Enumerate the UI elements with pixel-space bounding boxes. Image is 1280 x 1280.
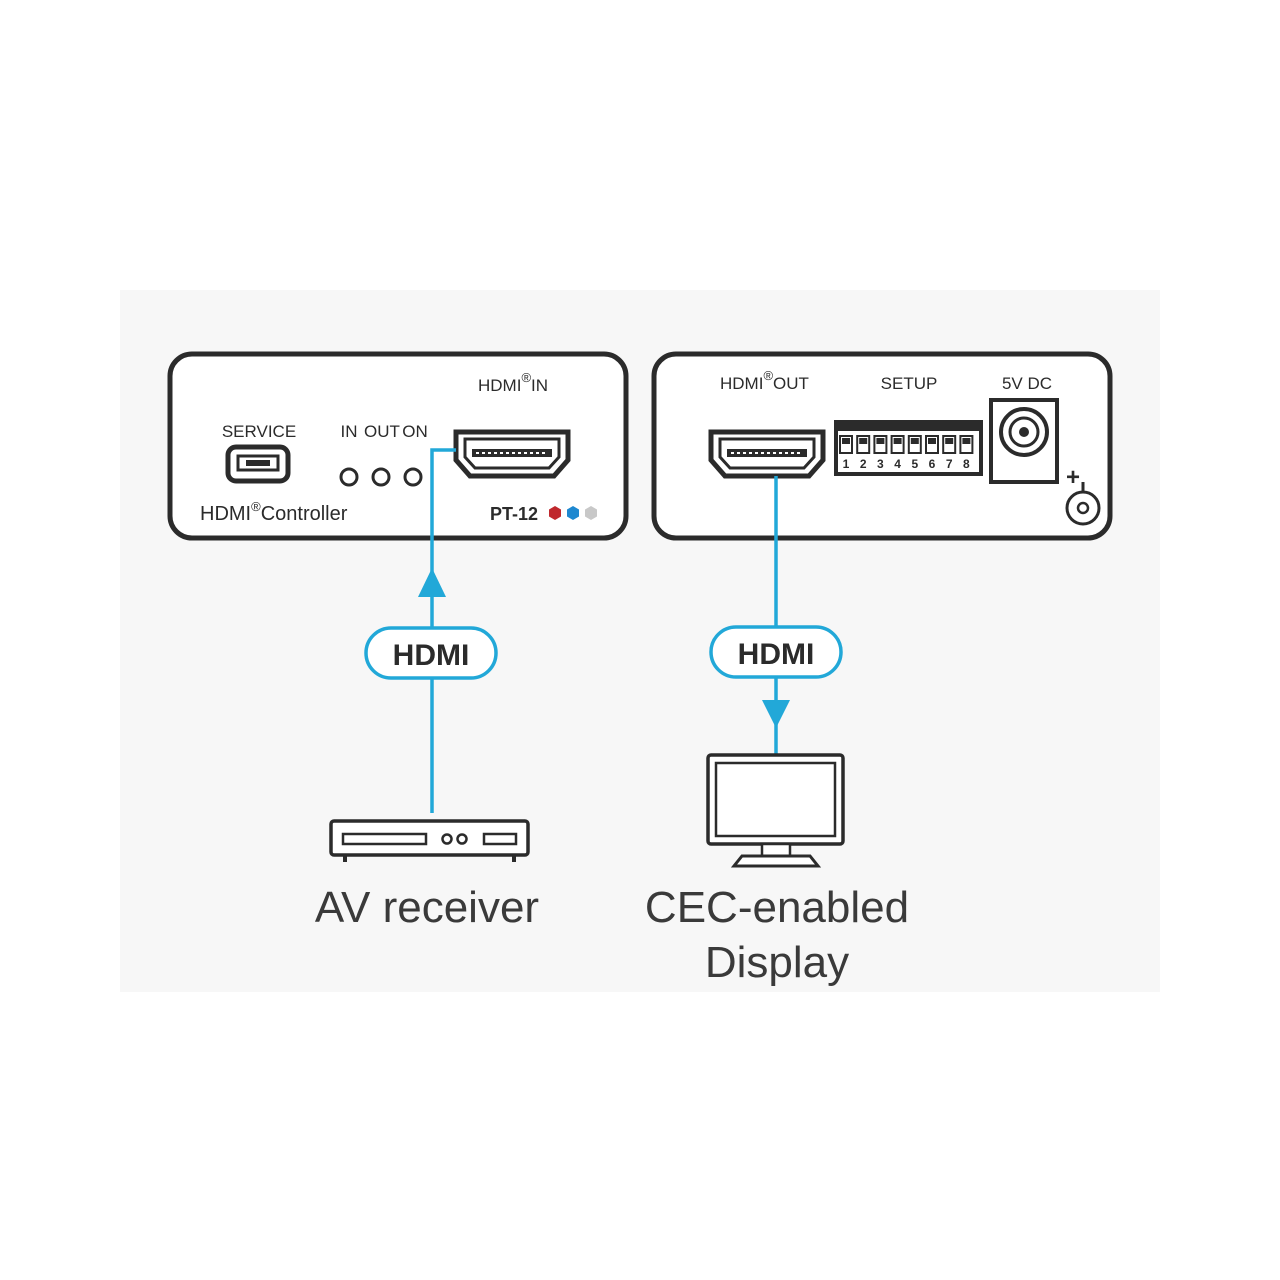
dip-switch-number: 6: [929, 457, 936, 471]
service-label: SERVICE: [222, 422, 296, 441]
dip-switch-knob: [945, 438, 954, 444]
hdmi-out-port[interactable]: [711, 432, 823, 476]
display-label-line2: Display: [705, 938, 849, 987]
dip-switch-number: 8: [963, 457, 970, 471]
dip-switch-number: 2: [860, 457, 867, 471]
polarity-plus-label: +: [1066, 464, 1080, 491]
setup-label: SETUP: [881, 374, 938, 393]
dip-switch-knob: [928, 438, 936, 444]
model-label: PT-12: [490, 504, 538, 524]
left-device-panel: [167, 351, 629, 541]
dip-switch-knob: [910, 438, 919, 444]
hdmi-in-port[interactable]: [456, 432, 568, 476]
left-hdmi-cable: [418, 448, 456, 813]
down-arrow-icon: [762, 700, 790, 728]
av-receiver-icon: [329, 819, 530, 862]
dip-switch-knob: [842, 438, 850, 444]
led-out-indicator: [371, 467, 391, 487]
right-cable-pill: [709, 625, 843, 679]
up-arrow-icon: [418, 568, 446, 597]
model-dot-gray: [585, 506, 597, 520]
polarity-icon: [1065, 482, 1101, 526]
dip-switch-knob: [859, 438, 868, 444]
dip-switch-knob: [893, 438, 902, 444]
right-cable-label: HDMI: [738, 638, 815, 671]
dip-switch-knob: [876, 438, 885, 444]
led-in-indicator: [339, 467, 359, 487]
led-on-label: ON: [402, 422, 428, 441]
display-label-line1: CEC-enabled: [645, 883, 909, 932]
left-cable-label: HDMI: [393, 639, 470, 672]
dip-switch-number: 4: [894, 457, 901, 471]
hdmi-in-label: HDMI®IN: [478, 370, 548, 395]
hdmi-out-label: HDMI®OUT: [720, 368, 809, 393]
dip-switch-number: 7: [946, 457, 953, 471]
dip-switch-number: 1: [843, 457, 850, 471]
av-receiver-label: AV receiver: [315, 883, 539, 932]
hdmi-controller-label: HDMI®Controller: [200, 499, 348, 525]
dip-switch-knob: [962, 438, 971, 444]
display-icon: [706, 753, 845, 868]
left-cable-pill: [364, 626, 498, 680]
led-in-label: IN: [341, 422, 358, 441]
model-dot-red: [549, 506, 561, 520]
power-label: 5V DC: [1002, 374, 1052, 393]
led-on-indicator: [403, 467, 423, 487]
led-out-label: OUT: [364, 422, 400, 441]
right-hdmi-cable: [762, 476, 790, 754]
mini-usb-service-port[interactable]: [225, 444, 291, 484]
dc-power-jack[interactable]: [989, 398, 1059, 484]
dip-switch-number: 3: [877, 457, 884, 471]
dip-switch-number: 5: [911, 457, 918, 471]
model-dot-blue: [567, 506, 579, 520]
